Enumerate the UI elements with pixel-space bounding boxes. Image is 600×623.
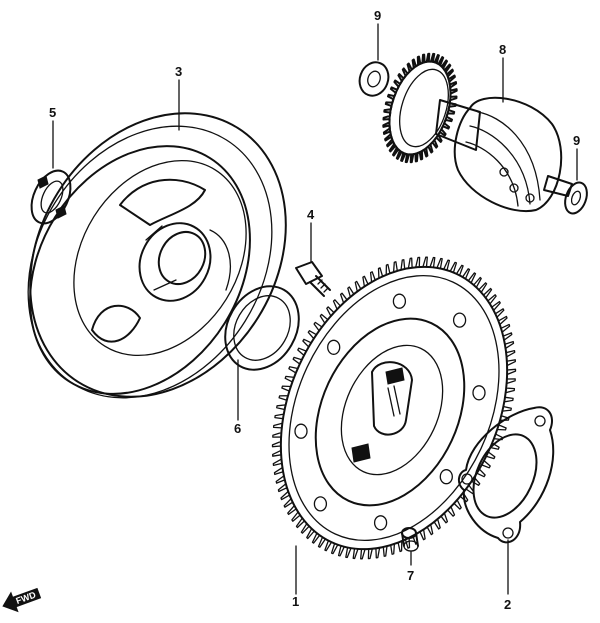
part-5-thrust-washer xyxy=(30,169,72,225)
bolt-hole xyxy=(373,515,388,531)
callout-8: 8 xyxy=(499,42,506,57)
callout-labels: 1 2 3 4 5 6 7 8 9 9 xyxy=(49,8,580,612)
part-9-washer-top xyxy=(358,61,390,97)
part-8-differential-assembly xyxy=(382,52,573,213)
ring-gear-bolt-holes xyxy=(294,293,486,531)
part-9-washer-right xyxy=(564,181,588,215)
bolt-hole xyxy=(452,312,467,328)
callout-9-right: 9 xyxy=(573,133,580,148)
callout-9-top: 9 xyxy=(374,8,381,23)
bolt-hole xyxy=(472,385,486,401)
bolt-hole xyxy=(327,339,341,355)
bolt-hole xyxy=(439,469,453,485)
callout-1: 1 xyxy=(292,594,299,609)
callout-2: 2 xyxy=(504,597,511,612)
callout-4: 4 xyxy=(307,207,315,222)
part-1-ring-gear xyxy=(271,256,517,560)
callout-3: 3 xyxy=(175,64,182,79)
leader-lines xyxy=(52,23,578,595)
callout-5: 5 xyxy=(49,105,56,120)
part-6-shim xyxy=(224,285,300,371)
part-2-cover-plate xyxy=(458,406,555,544)
bolt-hole xyxy=(313,496,328,512)
bolt-hole xyxy=(392,293,407,309)
part-4-bolt xyxy=(295,261,331,297)
callout-6: 6 xyxy=(234,421,241,436)
bolt-hole xyxy=(294,423,308,439)
callout-7: 7 xyxy=(407,568,414,583)
part-3-housing xyxy=(27,112,287,399)
forward-arrow-icon: FWD xyxy=(2,587,42,613)
